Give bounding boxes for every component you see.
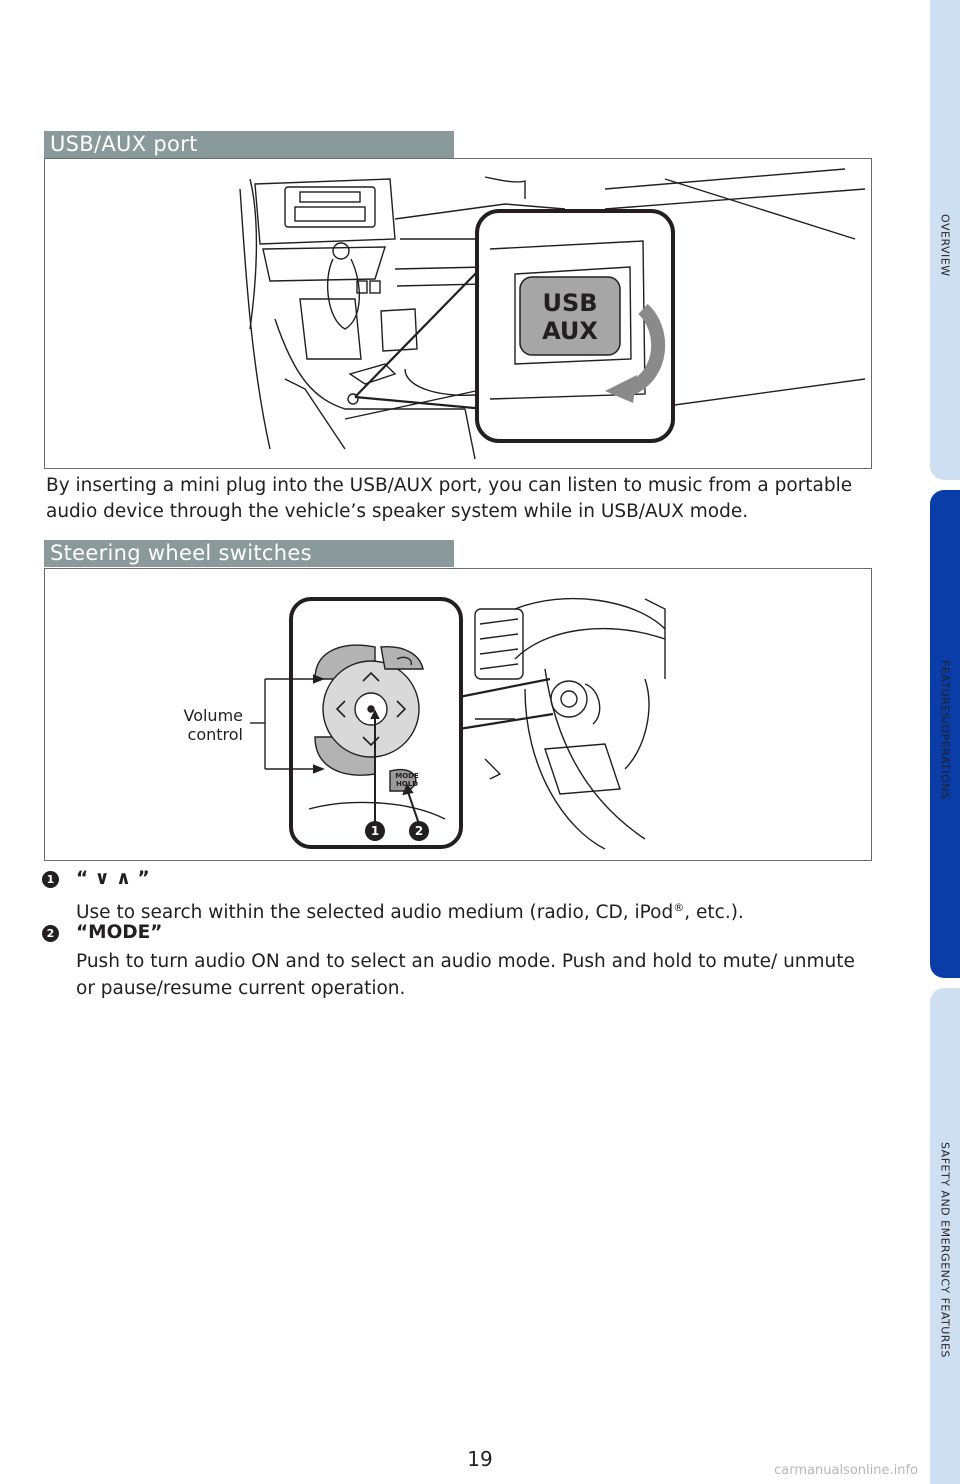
figure-badge-1: 1 [371, 824, 379, 838]
side-tab-features-operations[interactable] [930, 490, 960, 978]
mode-button-label: MODE [395, 772, 419, 780]
side-tab-safety-emergency[interactable] [930, 988, 960, 1484]
usb-callout-text: USB [542, 289, 597, 317]
aux-callout-text: AUX [542, 317, 598, 345]
steering-wheel-line-drawing: 1 2 MODE HOLD Volume control [183, 597, 666, 850]
figure-badge-2: 2 [415, 824, 423, 838]
section-header-usb-aux: USB/AUX port [44, 131, 454, 158]
usb-aux-description: By inserting a mini plug into the USB/AU… [46, 475, 853, 522]
watermark: carmanualsonline.info [774, 1463, 918, 1478]
item-title-search: “ ∨ ∧ ” [76, 868, 150, 889]
number-badge-1: 1 [42, 871, 59, 888]
usb-aux-line-drawing: USB AUX [239, 168, 866, 460]
side-tab-label-features: FEATURES/OPERATIONS [938, 660, 952, 800]
item-text-search-after: , etc.). [684, 902, 744, 924]
item-text-mode: Push to turn audio ON and to select an a… [76, 951, 855, 999]
side-tab-label-safety: SAFETY AND EMERGENCY FEATURES [938, 1142, 952, 1358]
item-text-search-before: Use to search within the selected audio … [76, 902, 674, 924]
side-tab-overview[interactable] [930, 0, 960, 480]
side-tab-label-overview: OVERVIEW [938, 213, 952, 277]
item-title-mode: “MODE” [76, 922, 163, 943]
item-text-search: Use to search within the selected audio … [76, 894, 866, 926]
steering-wheel-illustration: 1 2 MODE HOLD Volume control [44, 568, 872, 861]
number-badge-2: 2 [42, 925, 59, 942]
page-number: 19 [467, 1447, 493, 1471]
section-header-steering-wheel: Steering wheel switches [44, 540, 454, 567]
volume-label-line1: Volume [183, 706, 243, 725]
volume-label-line2: control [188, 725, 243, 744]
usb-aux-illustration: USB AUX [44, 158, 872, 469]
registered-mark: ® [673, 901, 685, 914]
hold-button-label: HOLD [396, 780, 418, 788]
